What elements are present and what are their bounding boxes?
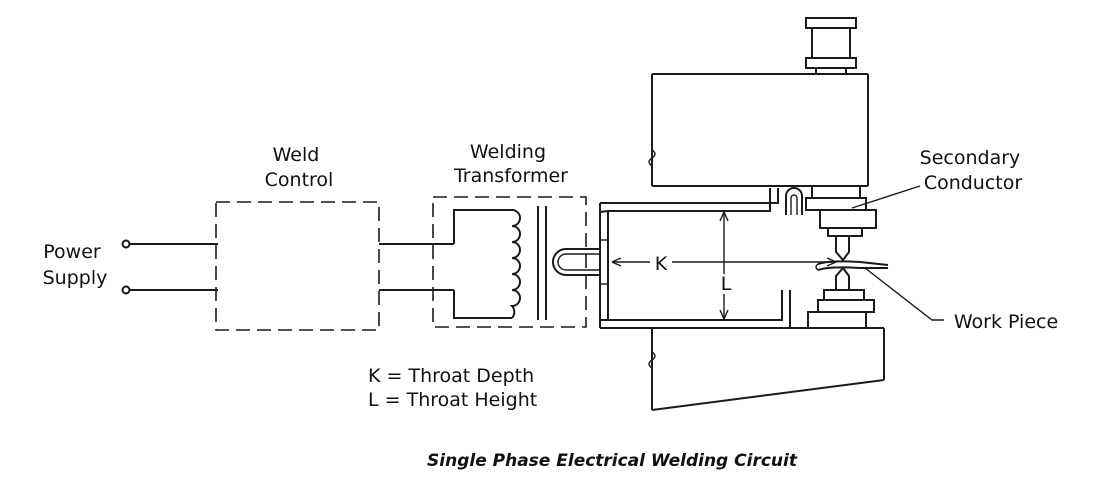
secondary-conductor-leader <box>851 185 921 209</box>
primary-winding <box>453 209 521 319</box>
control-to-transformer-wires <box>379 243 454 291</box>
work-piece-sheets <box>815 260 889 271</box>
k-marker-label: K <box>655 253 668 275</box>
flex-shunt <box>785 187 803 215</box>
work-piece-leader <box>864 267 944 321</box>
welding-transformer-label: Welding Transformer <box>453 141 568 187</box>
diagram-caption: Single Phase Electrical Welding Circuit <box>427 451 798 471</box>
legend-throat-depth: K = Throat Depth <box>368 365 534 387</box>
lower-arm-housing <box>648 327 885 411</box>
power-terminal-top <box>121 239 131 249</box>
top-cylinder <box>805 17 857 75</box>
weld-control-label: Weld Control <box>265 144 334 191</box>
l-marker-label: L <box>721 273 732 295</box>
lower-electrode <box>807 266 875 329</box>
transformer-core <box>537 206 547 320</box>
secondary-conductor-label: Secondary Conductor <box>920 147 1027 194</box>
power-terminal-bottom <box>121 285 131 295</box>
welding-transformer-box <box>432 196 587 328</box>
power-supply-leads <box>121 239 218 295</box>
weld-control-box <box>215 201 380 331</box>
secondary-conductor-frame <box>599 188 791 329</box>
upper-arm-housing <box>648 73 869 187</box>
throat-height-dimension: L <box>716 211 734 320</box>
upper-electrode <box>805 185 877 262</box>
power-supply-label: Power Supply <box>43 241 108 289</box>
secondary-loop <box>552 248 600 276</box>
legend-throat-height: L = Throat Height <box>368 389 537 411</box>
work-piece-label: Work Piece <box>954 311 1058 333</box>
